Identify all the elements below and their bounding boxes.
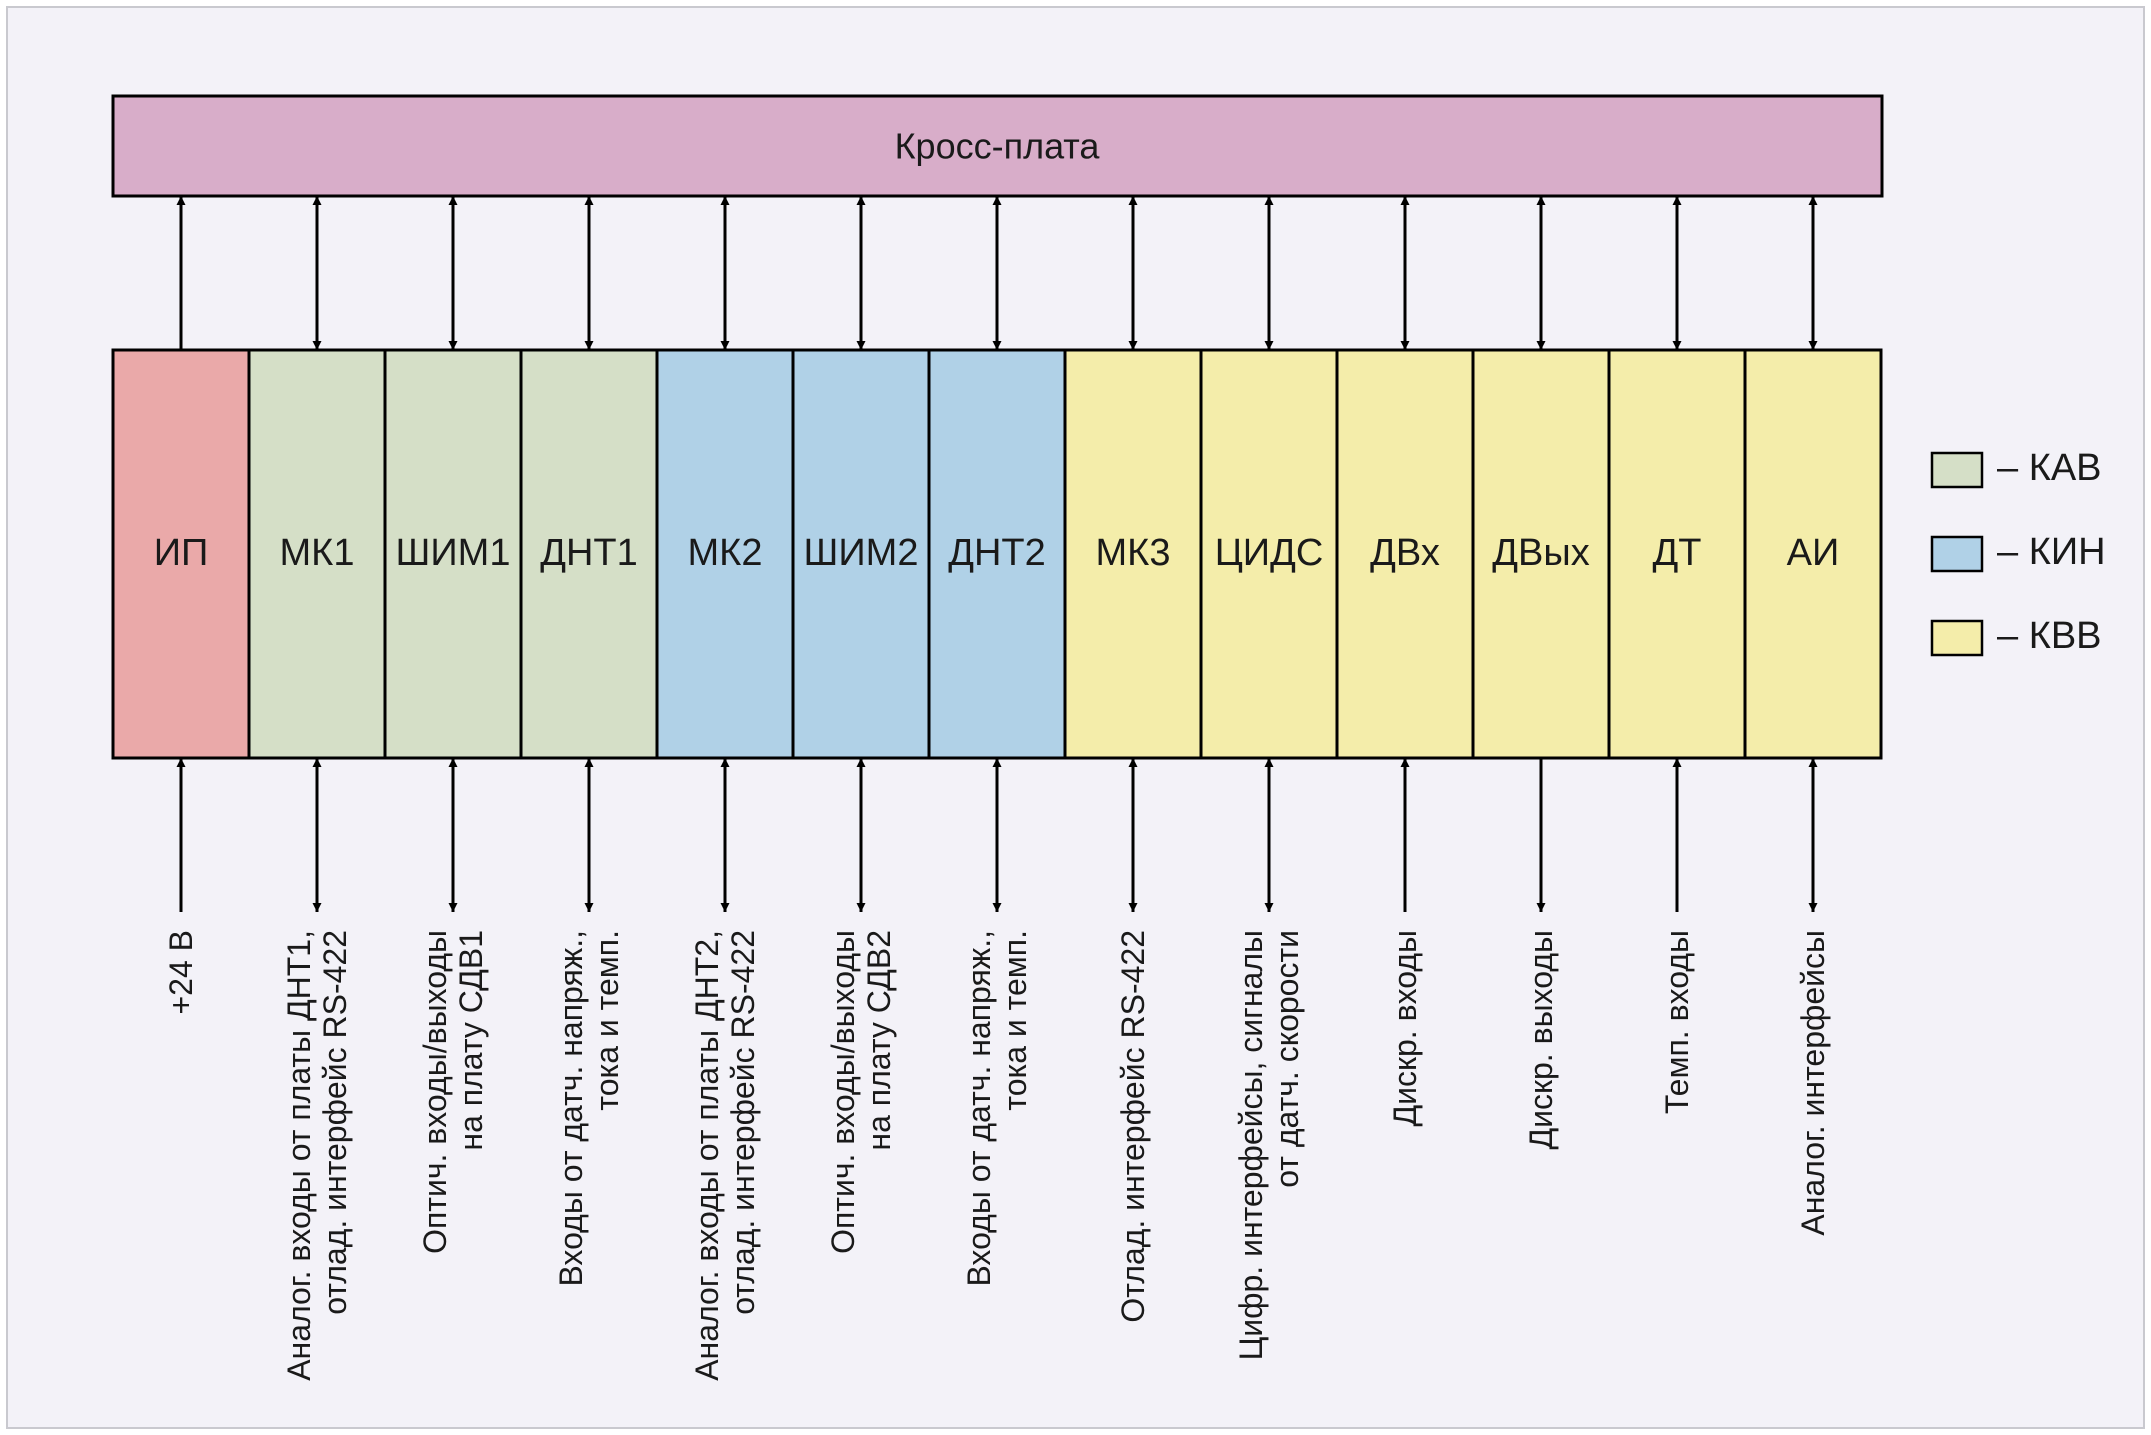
backplane-label: Кросс-плата <box>895 126 1101 167</box>
module-label: МК1 <box>280 532 355 574</box>
module-ШИМ2: ШИМ2 <box>791 348 931 760</box>
signal-line: отлад. интерфейс RS-422 <box>725 930 761 1315</box>
signal-text: Аналог. входы от платы ДНТ2,отлад. интер… <box>689 930 761 1381</box>
signal-text: Цифр. интерфейсы, сигналыот датч. скорос… <box>1233 930 1305 1360</box>
module-label: ИП <box>154 532 209 574</box>
signal-line: Цифр. интерфейсы, сигналы <box>1233 930 1269 1360</box>
legend-label: – КВВ <box>1997 615 2102 657</box>
module-label: ШИМ2 <box>804 532 919 574</box>
module-ЦИДС: ЦИДС <box>1199 348 1339 760</box>
legend-swatch <box>1930 535 1984 573</box>
signal-text: Оптич. входы/выходына плату СДВ2 <box>825 930 897 1254</box>
legend-item-КИН: – КИН <box>1930 531 2106 573</box>
signal-text: Отлад. интерфейс RS-422 <box>1115 930 1151 1323</box>
module-label: АИ <box>1787 532 1840 574</box>
module-box <box>1743 348 1883 760</box>
module-ДВх: ДВх <box>1335 348 1475 760</box>
module-МК3: МК3 <box>1063 348 1203 760</box>
signal-text: Аналог. входы от платы ДНТ1,отлад. интер… <box>281 930 353 1381</box>
signal-text: +24 В <box>163 930 199 1015</box>
module-ШИМ1: ШИМ1 <box>383 348 523 760</box>
legend-swatch <box>1930 451 1984 489</box>
signal-line: отлад. интерфейс RS-422 <box>317 930 353 1315</box>
signal-line: Аналог. входы от платы ДНТ1, <box>281 930 317 1381</box>
signal-line: Дискр. входы <box>1387 930 1423 1127</box>
signal-label-ЦИДС: Цифр. интерфейсы, сигналыот датч. скорос… <box>1233 930 1305 1360</box>
signal-label-АИ: Аналог. интерфейсы <box>1795 930 1831 1236</box>
module-ДНТ1: ДНТ1 <box>519 348 659 760</box>
module-label: ДВых <box>1492 532 1589 574</box>
signal-text: Аналог. интерфейсы <box>1795 930 1831 1236</box>
legend-swatch <box>1930 619 1984 657</box>
module-ДНТ2: ДНТ2 <box>927 348 1067 760</box>
module-box <box>519 348 659 760</box>
signal-text: Темп. входы <box>1659 930 1695 1114</box>
module-label: ДНТ2 <box>948 532 1046 574</box>
signal-line: на плату СДВ1 <box>453 930 489 1151</box>
signal-line: Входы от датч. напряж., <box>961 930 997 1287</box>
signal-text: Дискр. выходы <box>1523 930 1559 1150</box>
signal-line: Оптич. входы/выходы <box>417 930 453 1254</box>
backplane-box <box>111 94 1884 198</box>
module-box <box>1335 348 1475 760</box>
signal-label-МК2: Аналог. входы от платы ДНТ2,отлад. интер… <box>689 930 761 1381</box>
module-label: МК2 <box>688 532 763 574</box>
signal-label-ШИМ2: Оптич. входы/выходына плату СДВ2 <box>825 930 897 1254</box>
signal-label-ДНТ2: Входы от датч. напряж.,тока и темп. <box>961 930 1033 1287</box>
signal-label-МК1: Аналог. входы от платы ДНТ1,отлад. интер… <box>281 930 353 1381</box>
module-label: ШИМ1 <box>396 532 511 574</box>
legend: – КАВ – КИН – КВВ <box>1930 447 2106 657</box>
signal-line: Отлад. интерфейс RS-422 <box>1115 930 1151 1323</box>
legend-label: – КИН <box>1997 531 2106 573</box>
signal-label-ШИМ1: Оптич. входы/выходына плату СДВ1 <box>417 930 489 1254</box>
signal-line: на плату СДВ2 <box>861 930 897 1151</box>
module-label: МК3 <box>1096 532 1171 574</box>
signal-text: Оптич. входы/выходына плату СДВ1 <box>417 930 489 1254</box>
module-ДВых: ДВых <box>1471 348 1611 760</box>
signal-line: Дискр. выходы <box>1523 930 1559 1150</box>
module-АИ: АИ <box>1743 348 1883 760</box>
module-МК1: МК1 <box>247 348 387 760</box>
signal-label-ИП: +24 В <box>163 930 199 1015</box>
signal-line: +24 В <box>163 930 199 1015</box>
module-label: ЦИДС <box>1215 532 1324 574</box>
module-box <box>1063 348 1203 760</box>
signal-label-ДВх: Дискр. входы <box>1387 930 1423 1127</box>
signal-line: Темп. входы <box>1659 930 1695 1114</box>
connection-arrows <box>176 196 1818 912</box>
signal-text: Входы от датч. напряж.,тока и темп. <box>553 930 625 1287</box>
signal-label-ДНТ1: Входы от датч. напряж.,тока и темп. <box>553 930 625 1287</box>
module-МК2: МК2 <box>655 348 795 760</box>
signal-line: от датч. скорости <box>1269 930 1305 1188</box>
legend-item-КВВ: – КВВ <box>1930 615 2102 657</box>
module-ИП: ИП <box>111 348 251 760</box>
module-label: ДНТ1 <box>540 532 638 574</box>
signal-line: тока и темп. <box>589 930 625 1111</box>
signal-line: Входы от датч. напряж., <box>553 930 589 1287</box>
signal-line: Аналог. интерфейсы <box>1795 930 1831 1236</box>
backplane: Кросс-плата <box>111 94 1884 198</box>
signal-line: Аналог. входы от платы ДНТ2, <box>689 930 725 1381</box>
module-box <box>247 348 387 760</box>
module-box <box>791 348 931 760</box>
module-row: ИП МК1 ШИМ1 ДНТ1 МК2 ШИМ2 ДНТ2 МК3 ЦИДС ДВх ДВых ДТ… <box>111 348 1883 760</box>
legend-item-КАВ: – КАВ <box>1930 447 2102 489</box>
signal-line: тока и темп. <box>997 930 1033 1111</box>
signal-label-МК3: Отлад. интерфейс RS-422 <box>1115 930 1151 1323</box>
module-label: ДВх <box>1370 532 1440 574</box>
legend-label: – КАВ <box>1997 447 2102 489</box>
module-label: ДТ <box>1653 532 1702 574</box>
signal-label-ДТ: Темп. входы <box>1659 930 1695 1114</box>
signal-text: Дискр. входы <box>1387 930 1423 1127</box>
signal-line: Оптич. входы/выходы <box>825 930 861 1254</box>
signal-label-ДВых: Дискр. выходы <box>1523 930 1559 1150</box>
signal-text: Входы от датч. напряж.,тока и темп. <box>961 930 1033 1287</box>
module-ДТ: ДТ <box>1607 348 1747 760</box>
